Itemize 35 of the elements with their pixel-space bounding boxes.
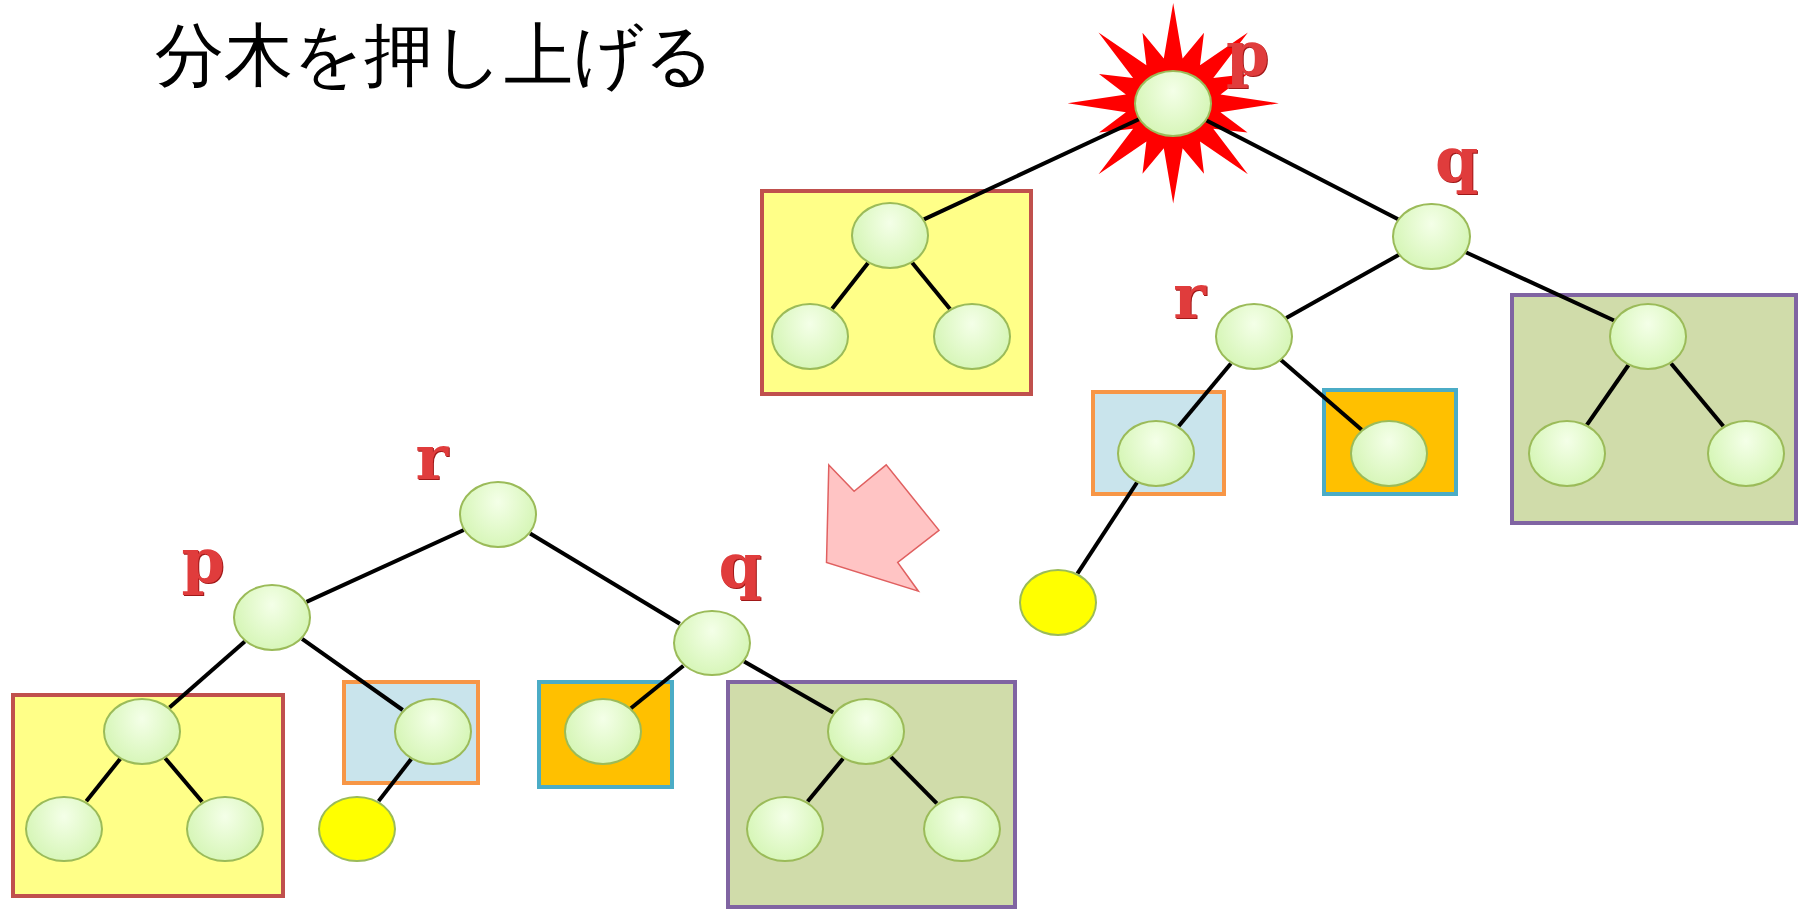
tree-edge [889, 755, 939, 805]
tree-edge [1075, 481, 1139, 575]
node-label: p [181, 530, 225, 593]
tree-edge [1669, 362, 1725, 428]
subtree-box [759, 189, 1034, 397]
subtree-box [725, 679, 1018, 910]
subtree-box [1090, 390, 1226, 496]
tree-edge [910, 261, 952, 311]
tree-edge [1464, 250, 1615, 323]
tree-edge [84, 757, 122, 803]
subtree-box [1322, 388, 1458, 496]
tree-edge [163, 756, 204, 804]
tree-edge [1285, 253, 1400, 320]
tree-node-ellipse [672, 609, 751, 677]
tree-edge [1279, 358, 1363, 432]
subtree-box [11, 693, 285, 898]
tree-edge [806, 757, 845, 803]
tree-edge [300, 637, 404, 712]
tree-edge [743, 659, 835, 715]
node-label: r [1173, 266, 1206, 329]
tree-edge [168, 639, 247, 709]
subtree-box [537, 679, 674, 789]
tree-edge [629, 664, 685, 710]
tree-edge [923, 117, 1140, 222]
tree-edge [377, 757, 413, 803]
title: 分木を押し上げる [155, 14, 715, 97]
tree-edge [1585, 363, 1631, 426]
tree-edge [830, 261, 870, 310]
subtree-box [1509, 292, 1798, 525]
tree-node-ellipse [233, 584, 312, 651]
tree-edge [305, 528, 465, 604]
tree-edge [1205, 118, 1399, 222]
subtree-box [342, 679, 480, 786]
tree-edge [529, 531, 681, 626]
node-label: r [415, 427, 449, 490]
